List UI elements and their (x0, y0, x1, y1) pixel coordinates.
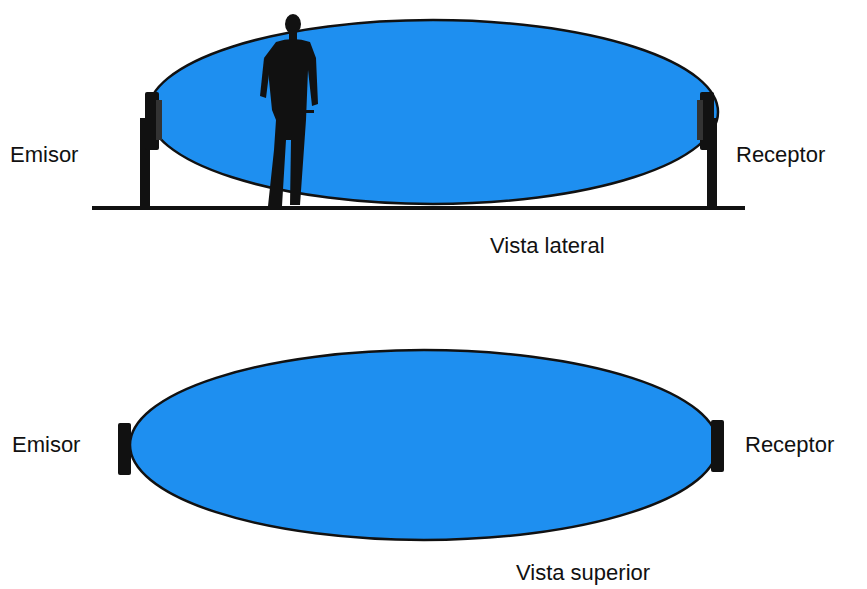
receptor-lens (697, 100, 703, 140)
beam-zone (130, 350, 718, 540)
ground-line (92, 206, 745, 210)
receptor-device (711, 420, 724, 472)
view-label: Emisor (10, 143, 78, 167)
view-label: Emisor (12, 433, 80, 457)
emitter-lens (156, 100, 162, 140)
beam-zone (148, 20, 718, 204)
view-label: Vista superior (516, 561, 650, 585)
person-silhouette (260, 14, 318, 206)
view-label: Receptor (736, 143, 825, 167)
view-label: Receptor (745, 433, 834, 457)
view-label: Vista lateral (490, 234, 605, 258)
emitter-device (118, 423, 131, 475)
